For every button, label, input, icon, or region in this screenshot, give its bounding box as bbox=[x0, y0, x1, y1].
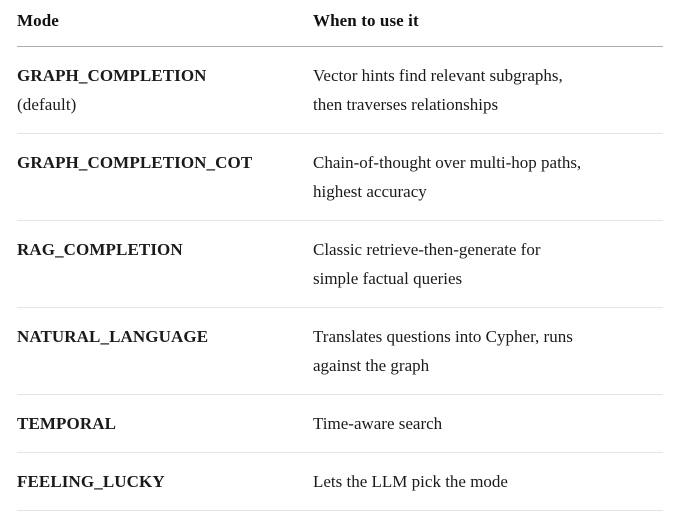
table-header: Mode When to use it bbox=[17, 0, 663, 47]
mode-name: GRAPH_COMPLETION bbox=[17, 66, 207, 85]
modes-table-container: Mode When to use it GRAPH_COMPLETION (de… bbox=[17, 0, 663, 511]
description-line: highest accuracy bbox=[313, 182, 427, 201]
description-cell: Translates questions into Cypher, runs a… bbox=[313, 307, 663, 395]
mode-cell: GRAPH_COMPLETION_COT bbox=[17, 133, 313, 221]
column-header-mode: Mode bbox=[17, 0, 313, 47]
description-line: then traverses relationships bbox=[313, 95, 499, 114]
table-body: GRAPH_COMPLETION (default) Vector hints … bbox=[17, 46, 663, 511]
mode-cell: FEELING_LUCKY bbox=[17, 452, 313, 511]
description-cell: Vector hints find relevant subgraphs, th… bbox=[313, 46, 663, 134]
table-row: GRAPH_COMPLETION (default) Vector hints … bbox=[17, 46, 663, 134]
column-header-when-to-use-it: When to use it bbox=[313, 0, 663, 47]
table-header-row: Mode When to use it bbox=[17, 0, 663, 47]
mode-cell: RAG_COMPLETION bbox=[17, 220, 313, 308]
description-cell: Lets the LLM pick the mode bbox=[313, 452, 663, 511]
mode-name: NATURAL_LANGUAGE bbox=[17, 327, 209, 346]
mode-name: TEMPORAL bbox=[17, 414, 117, 433]
mode-name: FEELING_LUCKY bbox=[17, 472, 165, 491]
description-cell: Classic retrieve-then-generate for simpl… bbox=[313, 220, 663, 308]
mode-name: RAG_COMPLETION bbox=[17, 240, 183, 259]
modes-table: Mode When to use it GRAPH_COMPLETION (de… bbox=[17, 0, 663, 511]
mode-cell: GRAPH_COMPLETION (default) bbox=[17, 46, 313, 134]
mode-name: GRAPH_COMPLETION_COT bbox=[17, 153, 253, 172]
description-line: simple factual queries bbox=[313, 269, 463, 288]
description-line: Classic retrieve-then-generate for bbox=[313, 240, 541, 259]
description-line: Time-aware search bbox=[313, 414, 443, 433]
table-row: GRAPH_COMPLETION_COT Chain-of-thought ov… bbox=[17, 133, 663, 221]
mode-cell: TEMPORAL bbox=[17, 394, 313, 453]
mode-note: (default) bbox=[17, 95, 77, 114]
table-row: FEELING_LUCKY Lets the LLM pick the mode bbox=[17, 452, 663, 511]
table-row: TEMPORAL Time-aware search bbox=[17, 394, 663, 453]
description-line: Translates questions into Cypher, runs bbox=[313, 327, 573, 346]
description-cell: Time-aware search bbox=[313, 394, 663, 453]
description-line: Lets the LLM pick the mode bbox=[313, 472, 508, 491]
table-row: NATURAL_LANGUAGE Translates questions in… bbox=[17, 307, 663, 395]
mode-cell: NATURAL_LANGUAGE bbox=[17, 307, 313, 395]
description-line: Vector hints find relevant subgraphs, bbox=[313, 66, 563, 85]
table-row: RAG_COMPLETION Classic retrieve-then-gen… bbox=[17, 220, 663, 308]
description-line: against the graph bbox=[313, 356, 430, 375]
description-cell: Chain-of-thought over multi-hop paths, h… bbox=[313, 133, 663, 221]
description-line: Chain-of-thought over multi-hop paths, bbox=[313, 153, 582, 172]
